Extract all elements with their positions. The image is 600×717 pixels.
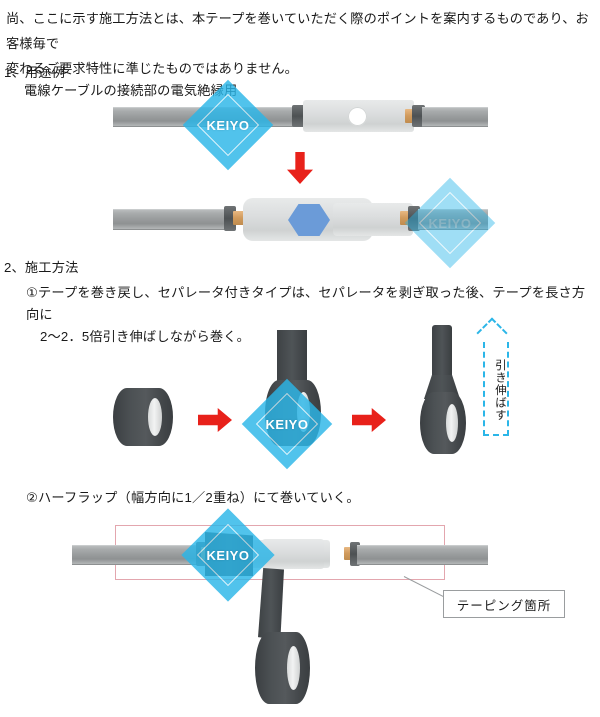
- tape-roll-step1: [113, 388, 173, 446]
- keiyo-watermark-label: KEIYO: [206, 117, 250, 133]
- lug-right-body: [330, 100, 414, 132]
- section-1-title: 1、用途例: [4, 65, 66, 80]
- intro-paragraph: 尚、ここに示す施工方法とは、本テープを巻いていただく際のポイントを案内するもので…: [6, 6, 594, 81]
- keiyo-watermark-label-2: KEIYO: [428, 215, 472, 231]
- keiyo-watermark-4: KEIYO: [181, 508, 275, 602]
- tape-roll-core-step3: [446, 404, 458, 442]
- intro-line-2: 変わるご要求特性に準じたものではありません。: [6, 61, 298, 76]
- section-2-item-1: ①テープを巻き戻し、セパレータ付きタイプは、セパレータを剥ぎ取った後、テープを長…: [26, 282, 586, 348]
- section-2-item-1-line-2: 2〜2．5倍引き伸ばしながら巻く。: [40, 329, 251, 344]
- keiyo-watermark-2: KEIYO: [404, 177, 496, 269]
- keiyo-watermark: KEIYO: [182, 79, 274, 171]
- lug-hole-right-2: [348, 107, 367, 126]
- cable-joint-left: [113, 209, 227, 230]
- tape-feed-strip: [258, 568, 284, 640]
- ferrule-right-2: [412, 105, 424, 127]
- intro-line-1: 尚、ここに示す施工方法とは、本テープを巻いていただく際のポイントを案内するもので…: [6, 11, 589, 51]
- callout-taping-point-label: テーピング箇所: [456, 598, 552, 613]
- cable-wrap-left: [72, 545, 200, 565]
- section-1-subtitle: 電線ケーブルの接続部の電気絶縁用: [24, 83, 238, 98]
- section-2-item-1-line-1: ①テープを巻き戻し、セパレータ付きタイプは、セパレータを剥ぎ取った後、テープを長…: [26, 285, 586, 322]
- red-right-arrow-1: [198, 408, 232, 432]
- ferrule-wrap-right: [350, 542, 360, 566]
- tape-roll-core-wrapping: [287, 646, 300, 690]
- keiyo-watermark-3: KEIYO: [241, 378, 333, 470]
- ferrule-left: [292, 105, 306, 127]
- keiyo-watermark-label-4: KEIYO: [206, 547, 250, 563]
- stretch-arrow-body: [483, 342, 509, 436]
- section-2-title: 2、施工方法: [4, 260, 79, 275]
- section-2-item-2: ②ハーフラップ（幅方向に1／2重ね）にて巻いていく。: [26, 490, 360, 505]
- red-down-arrow: [287, 152, 313, 184]
- tape-strip-step3: [432, 325, 452, 385]
- tape-roll-wrapping: [255, 632, 310, 704]
- figure-half-lap-wrapping: KEIYO テーピング箇所: [0, 508, 600, 717]
- figure-tape-stretch-sequence: KEIYO 引き伸ばす: [0, 317, 600, 480]
- keiyo-watermark-label-3: KEIYO: [265, 416, 309, 432]
- tape-roll-core-step1: [148, 398, 162, 436]
- callout-taping-point: テーピング箇所: [443, 590, 565, 618]
- figure-cables-separated-right: [0, 95, 600, 155]
- stretch-label: 引き伸ばす: [494, 358, 506, 422]
- joint-sleeve-right: [333, 203, 413, 236]
- tape-roll-step3: [420, 392, 466, 454]
- red-right-arrow-2: [352, 408, 386, 432]
- cable-wrap-right: [357, 545, 488, 565]
- figure-cable-jointed: KEIYO: [0, 177, 600, 269]
- cable-right-2: [422, 107, 488, 127]
